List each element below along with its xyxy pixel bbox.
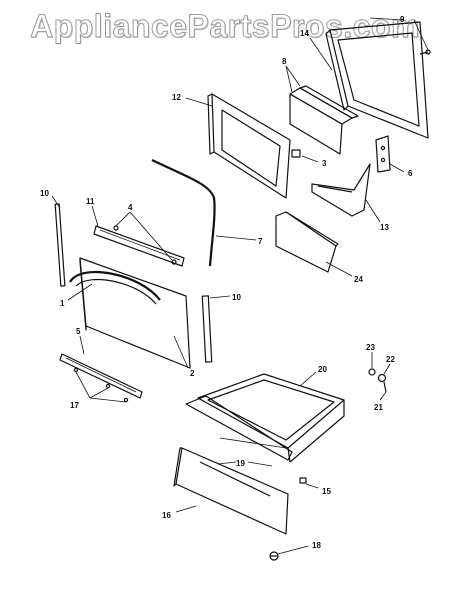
part-8-door-glass	[289, 85, 359, 155]
leader-lines	[51, 17, 429, 555]
callout-10-right: 10	[232, 293, 241, 302]
callout-7: 7	[258, 237, 263, 246]
part-10-side-trim-left	[54, 203, 66, 287]
callout-23: 23	[366, 343, 375, 352]
callout-8: 8	[282, 57, 287, 66]
callout-20: 20	[318, 365, 327, 374]
part-18-leveling-foot	[269, 551, 279, 561]
part-10-side-trim-right	[201, 295, 213, 363]
callout-18: 18	[312, 541, 321, 550]
part-11-door-trim	[93, 225, 185, 267]
callout-9: 9	[400, 15, 405, 24]
part-16-drawer-front	[173, 447, 289, 535]
part-14-outer-door-panel	[325, 21, 429, 139]
callout-15: 15	[322, 487, 331, 496]
callout-17: 17	[70, 401, 79, 410]
callout-16: 16	[162, 511, 171, 520]
part-24-window-glass	[275, 211, 339, 273]
callout-14: 14	[300, 29, 309, 38]
part-21-screw	[383, 381, 387, 393]
callout-4: 4	[128, 203, 133, 212]
callout-6: 6	[408, 169, 413, 178]
callout-2: 2	[190, 369, 195, 378]
callout-1: 1	[60, 299, 65, 308]
part-15-clip	[299, 477, 307, 484]
callout-12: 12	[172, 93, 181, 102]
part-3-clip	[291, 149, 301, 158]
part-7-door-gasket	[151, 159, 216, 267]
part-1-oven-door	[69, 257, 191, 369]
callout-3: 3	[322, 159, 327, 168]
callout-11: 11	[86, 197, 95, 206]
part-5-bottom-trim	[59, 353, 143, 399]
callout-10-left: 10	[40, 189, 49, 198]
part-17-screws	[73, 367, 129, 403]
part-6-hinge	[375, 135, 391, 173]
callout-22: 22	[386, 355, 395, 364]
part-23-bumper	[368, 368, 376, 376]
callout-13: 13	[380, 223, 389, 232]
callout-19: 19	[236, 459, 245, 468]
part-13-door-baffle	[311, 163, 371, 217]
callout-5: 5	[76, 327, 81, 336]
part-22-roller	[377, 373, 387, 383]
callout-24: 24	[354, 275, 363, 284]
part-12-inner-door-liner	[207, 93, 291, 199]
callout-21: 21	[374, 403, 383, 412]
callout-labels: 9 14 8 12 3 6 13 7 24 10 11 4 10 1 2 5 1…	[40, 15, 413, 550]
part-20-drawer	[185, 373, 345, 463]
